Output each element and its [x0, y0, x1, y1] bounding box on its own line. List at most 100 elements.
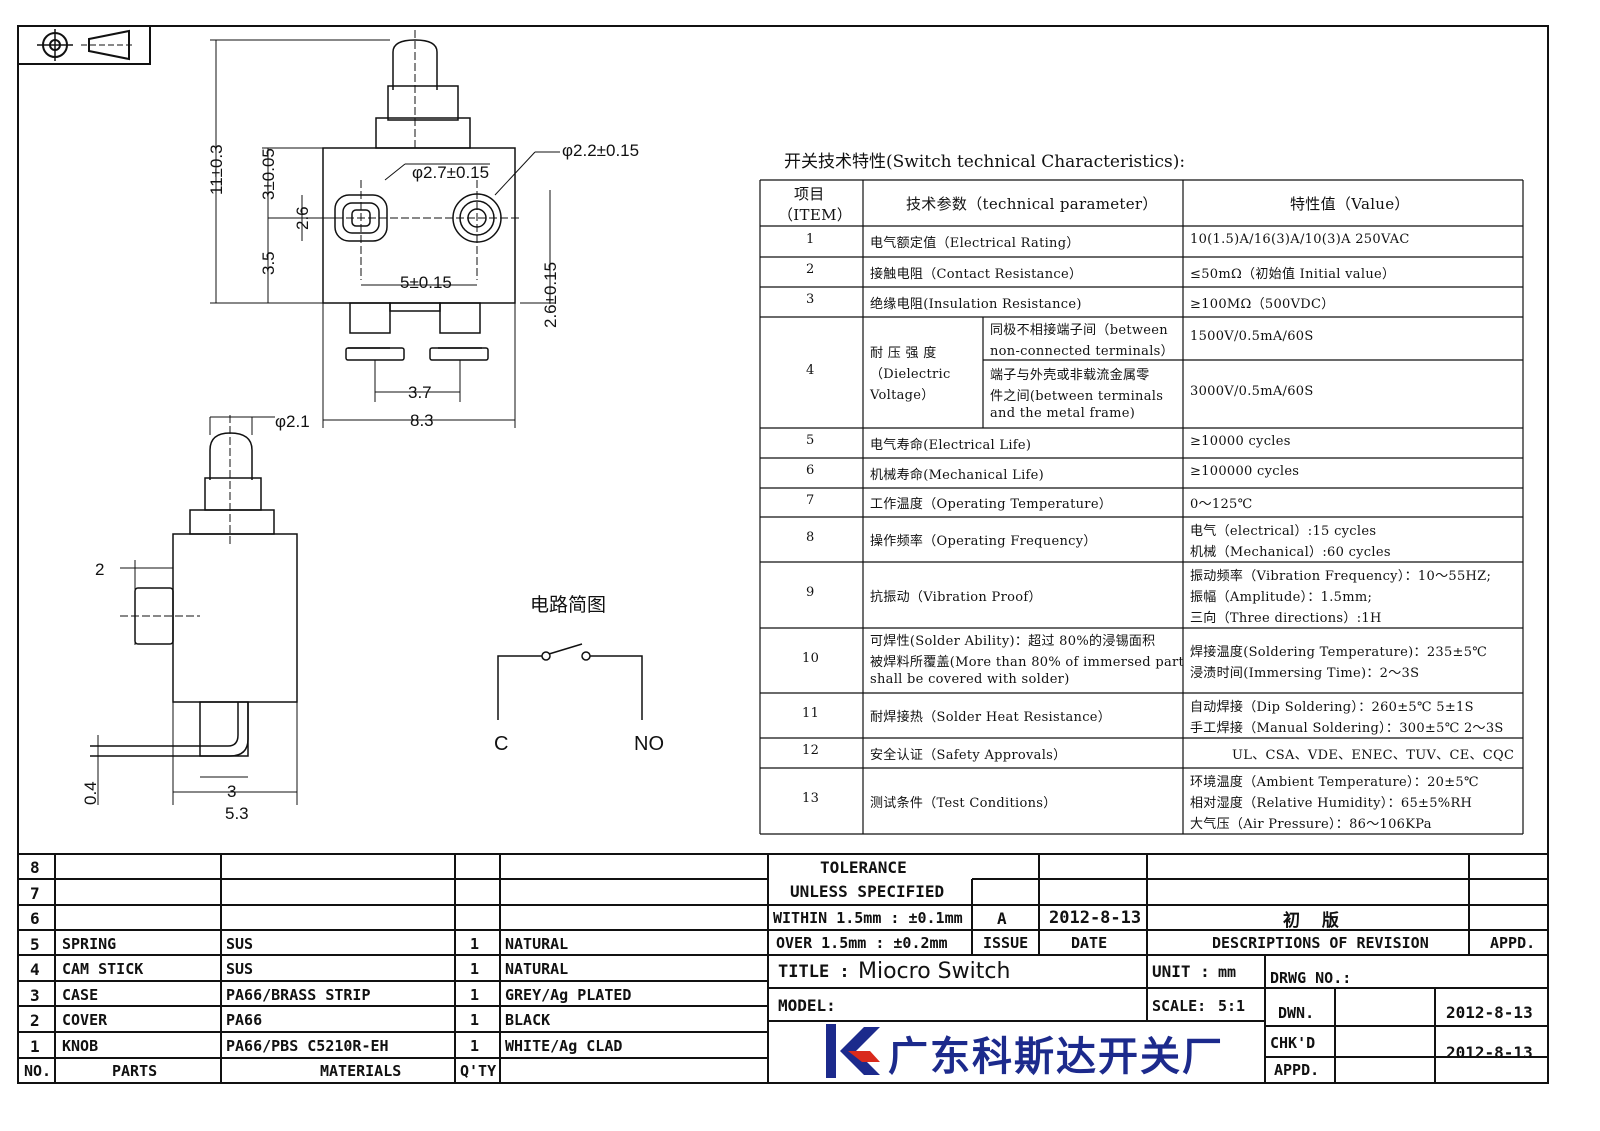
side-view-drawing: φ2.1 2 3 5.3 0.4: [81, 412, 310, 823]
spec-item-13: 13: [802, 791, 820, 806]
company-logo-icon: [826, 1024, 880, 1078]
spec-item-4: 4: [806, 362, 815, 378]
spec-title: 开关技术特性(Switch technical Characteristics)…: [784, 152, 1186, 172]
spec-value-8: 电气（electrical）:15 cycles: [1190, 523, 1377, 539]
tolerance-line-4: OVER 1.5mm : ±0.2mm: [776, 934, 948, 952]
revision-issue-label: ISSUE: [983, 934, 1029, 952]
dwn-date: 2012-8-13: [1446, 1003, 1533, 1022]
spec-dielectric-condition: 同极不相接端子间（between: [990, 322, 1168, 338]
bom-part-name: COVER: [62, 1011, 108, 1029]
scale-label: SCALE:: [1152, 997, 1207, 1015]
spec-dielectric-condition: and the metal frame): [990, 405, 1136, 421]
spec-param-8: 操作频率（Operating Frequency）: [870, 534, 1097, 549]
spec-param-10: shall be covered with solder): [870, 672, 1070, 687]
spec-param-6: 机械寿命(Mechanical Life): [870, 467, 1044, 483]
bom-quantity: 1: [470, 960, 480, 978]
spec-value-9: 振动频率（Vibration Frequency）：10～55HZ;: [1190, 568, 1492, 584]
model-label: MODEL:: [778, 996, 836, 1015]
bom-header-materials: MATERIALS: [320, 1062, 402, 1080]
bom-header-no: NO.: [24, 1062, 52, 1080]
spec-value-3: ≥100MΩ（500VDC）: [1190, 296, 1335, 312]
spec-value-12: UL、CSA、VDE、ENEC、TUV、CE、CQC: [1232, 747, 1515, 763]
spec-item-5: 5: [806, 433, 815, 448]
unit-label: UNIT :: [1152, 962, 1210, 981]
dim-terminal-pitch: 3.7: [408, 383, 432, 402]
tolerance-line-3: WITHIN 1.5mm : ±0.1mm: [773, 909, 963, 927]
spec-header-value: 特性值（Value）: [1290, 195, 1410, 213]
spec-item-12: 12: [802, 743, 820, 758]
bom-row-number: 1: [30, 1036, 40, 1056]
tolerance-line-1: TOLERANCE: [820, 858, 907, 877]
scale-value: 5:1: [1218, 997, 1246, 1015]
unit-value: mm: [1218, 963, 1237, 981]
bom-row-number: 2: [30, 1011, 40, 1030]
bom-material: SUS: [226, 934, 254, 953]
bom-row-number: 6: [30, 909, 40, 928]
spec-value-5: ≥10000 cycles: [1190, 433, 1291, 449]
spec-item-11: 11: [802, 705, 820, 721]
drwg-no-label: DRWG NO.:: [1270, 969, 1352, 987]
dim-overall-height: 11±0.3: [207, 144, 226, 195]
spec-item-10: 10: [802, 650, 820, 666]
bom-part-name: CAM STICK: [62, 960, 144, 978]
spec-item-3: 3: [806, 292, 815, 307]
bom-material: PA66/BRASS STRIP: [226, 985, 371, 1004]
front-view-drawing: 11±0.3 3±0.05 2.6 3.5 φ2.7±0.15 φ2.2±0.1…: [207, 30, 639, 430]
spec-param-7: 工作温度（Operating Temperature）: [870, 497, 1113, 512]
dim-lower-height: 3.5: [259, 251, 278, 275]
spec-value-9: 振幅（Amplitude）：1.5mm;: [1190, 589, 1373, 605]
drawing-title: Miocro Switch: [858, 959, 1011, 984]
spec-value-11: 自动焊接（Dip Soldering）：260±5℃ 5±1S: [1190, 699, 1474, 715]
bom-finish: WHITE/Ag CLAD: [505, 1036, 623, 1055]
bom-finish: GREY/Ag PLATED: [505, 985, 632, 1004]
spec-item-6: 6: [806, 463, 815, 478]
bom-material: SUS: [226, 960, 254, 978]
circuit-diagram: [497, 643, 643, 720]
projection-symbol: [17, 25, 151, 65]
spec-value-13: 相对湿度（Relative Humidity）：65±5%RH: [1190, 795, 1473, 811]
spec-value-10: 浸渍时间(Immersing Time)：2～3S: [1190, 665, 1420, 681]
revision-date-value: 2012-8-13: [1049, 908, 1142, 928]
circuit-label-c: C: [494, 733, 509, 755]
circuit-label-no: NO: [634, 733, 664, 755]
spec-item-9: 9: [806, 585, 815, 600]
drawing-frame: [17, 25, 1549, 1084]
appd-label: APPD.: [1274, 1061, 1320, 1079]
spec-value-9: 三向（Three directions）:1H: [1190, 610, 1382, 626]
dim-thickness: 0.4: [81, 781, 100, 805]
spec-header-item: 项目: [794, 185, 825, 203]
bom-part-name: SPRING: [62, 934, 117, 953]
bom-part-name: KNOB: [62, 1036, 99, 1055]
bom-material: PA66: [226, 1011, 263, 1029]
spec-item-7: 7: [806, 492, 815, 508]
spec-param-4: （Dielectric: [870, 367, 951, 382]
spec-param-10: 被焊料所覆盖(More than 80% of immersed part: [870, 655, 1185, 670]
spec-param-5: 电气寿命(Electrical Life): [870, 437, 1032, 453]
bom-quantity: 1: [470, 1036, 480, 1055]
bom-finish: NATURAL: [505, 960, 569, 978]
bom-row-number: 7: [30, 883, 40, 903]
bom-material: PA66/PBS C5210R-EH: [226, 1036, 389, 1055]
revision-desc-label: DESCRIPTIONS OF REVISION: [1212, 934, 1429, 952]
spec-param-10: 可焊性(Solder Ability)：超过 80%的浸锡面积: [870, 634, 1156, 649]
spec-param-1: 电气额定值（Electrical Rating）: [870, 236, 1080, 251]
spec-param-13: 测试条件（Test Conditions）: [870, 795, 1057, 811]
dim-side-width: 5.3: [225, 804, 249, 823]
spec-param-3: 绝缘电阻(Insulation Resistance): [870, 296, 1082, 312]
bom-part-name: CASE: [62, 985, 99, 1004]
spec-value-1: 10(1.5)A/16(3)A/10(3)A 250VAC: [1190, 232, 1410, 247]
dim-offset: 2: [95, 560, 104, 579]
spec-value-7: 0～125℃: [1190, 497, 1253, 512]
spec-value-10: 焊接温度(Soldering Temperature)：235±5℃: [1190, 644, 1488, 660]
spec-param-4: 耐 压 强 度: [870, 346, 937, 361]
tolerance-line-2: UNLESS SPECIFIED: [790, 882, 945, 901]
bom-row-number: 8: [30, 858, 40, 877]
bom-finish: NATURAL: [505, 934, 569, 953]
dwn-label: DWN.: [1278, 1004, 1315, 1022]
revision-description-value: 初 版: [1283, 911, 1347, 931]
title-label: TITLE :: [778, 962, 850, 982]
bom-finish: BLACK: [505, 1011, 551, 1029]
spec-dielectric-value: 3000V/0.5mA/60S: [1190, 384, 1314, 399]
dim-body-height: 2.6±0.15: [541, 262, 560, 328]
